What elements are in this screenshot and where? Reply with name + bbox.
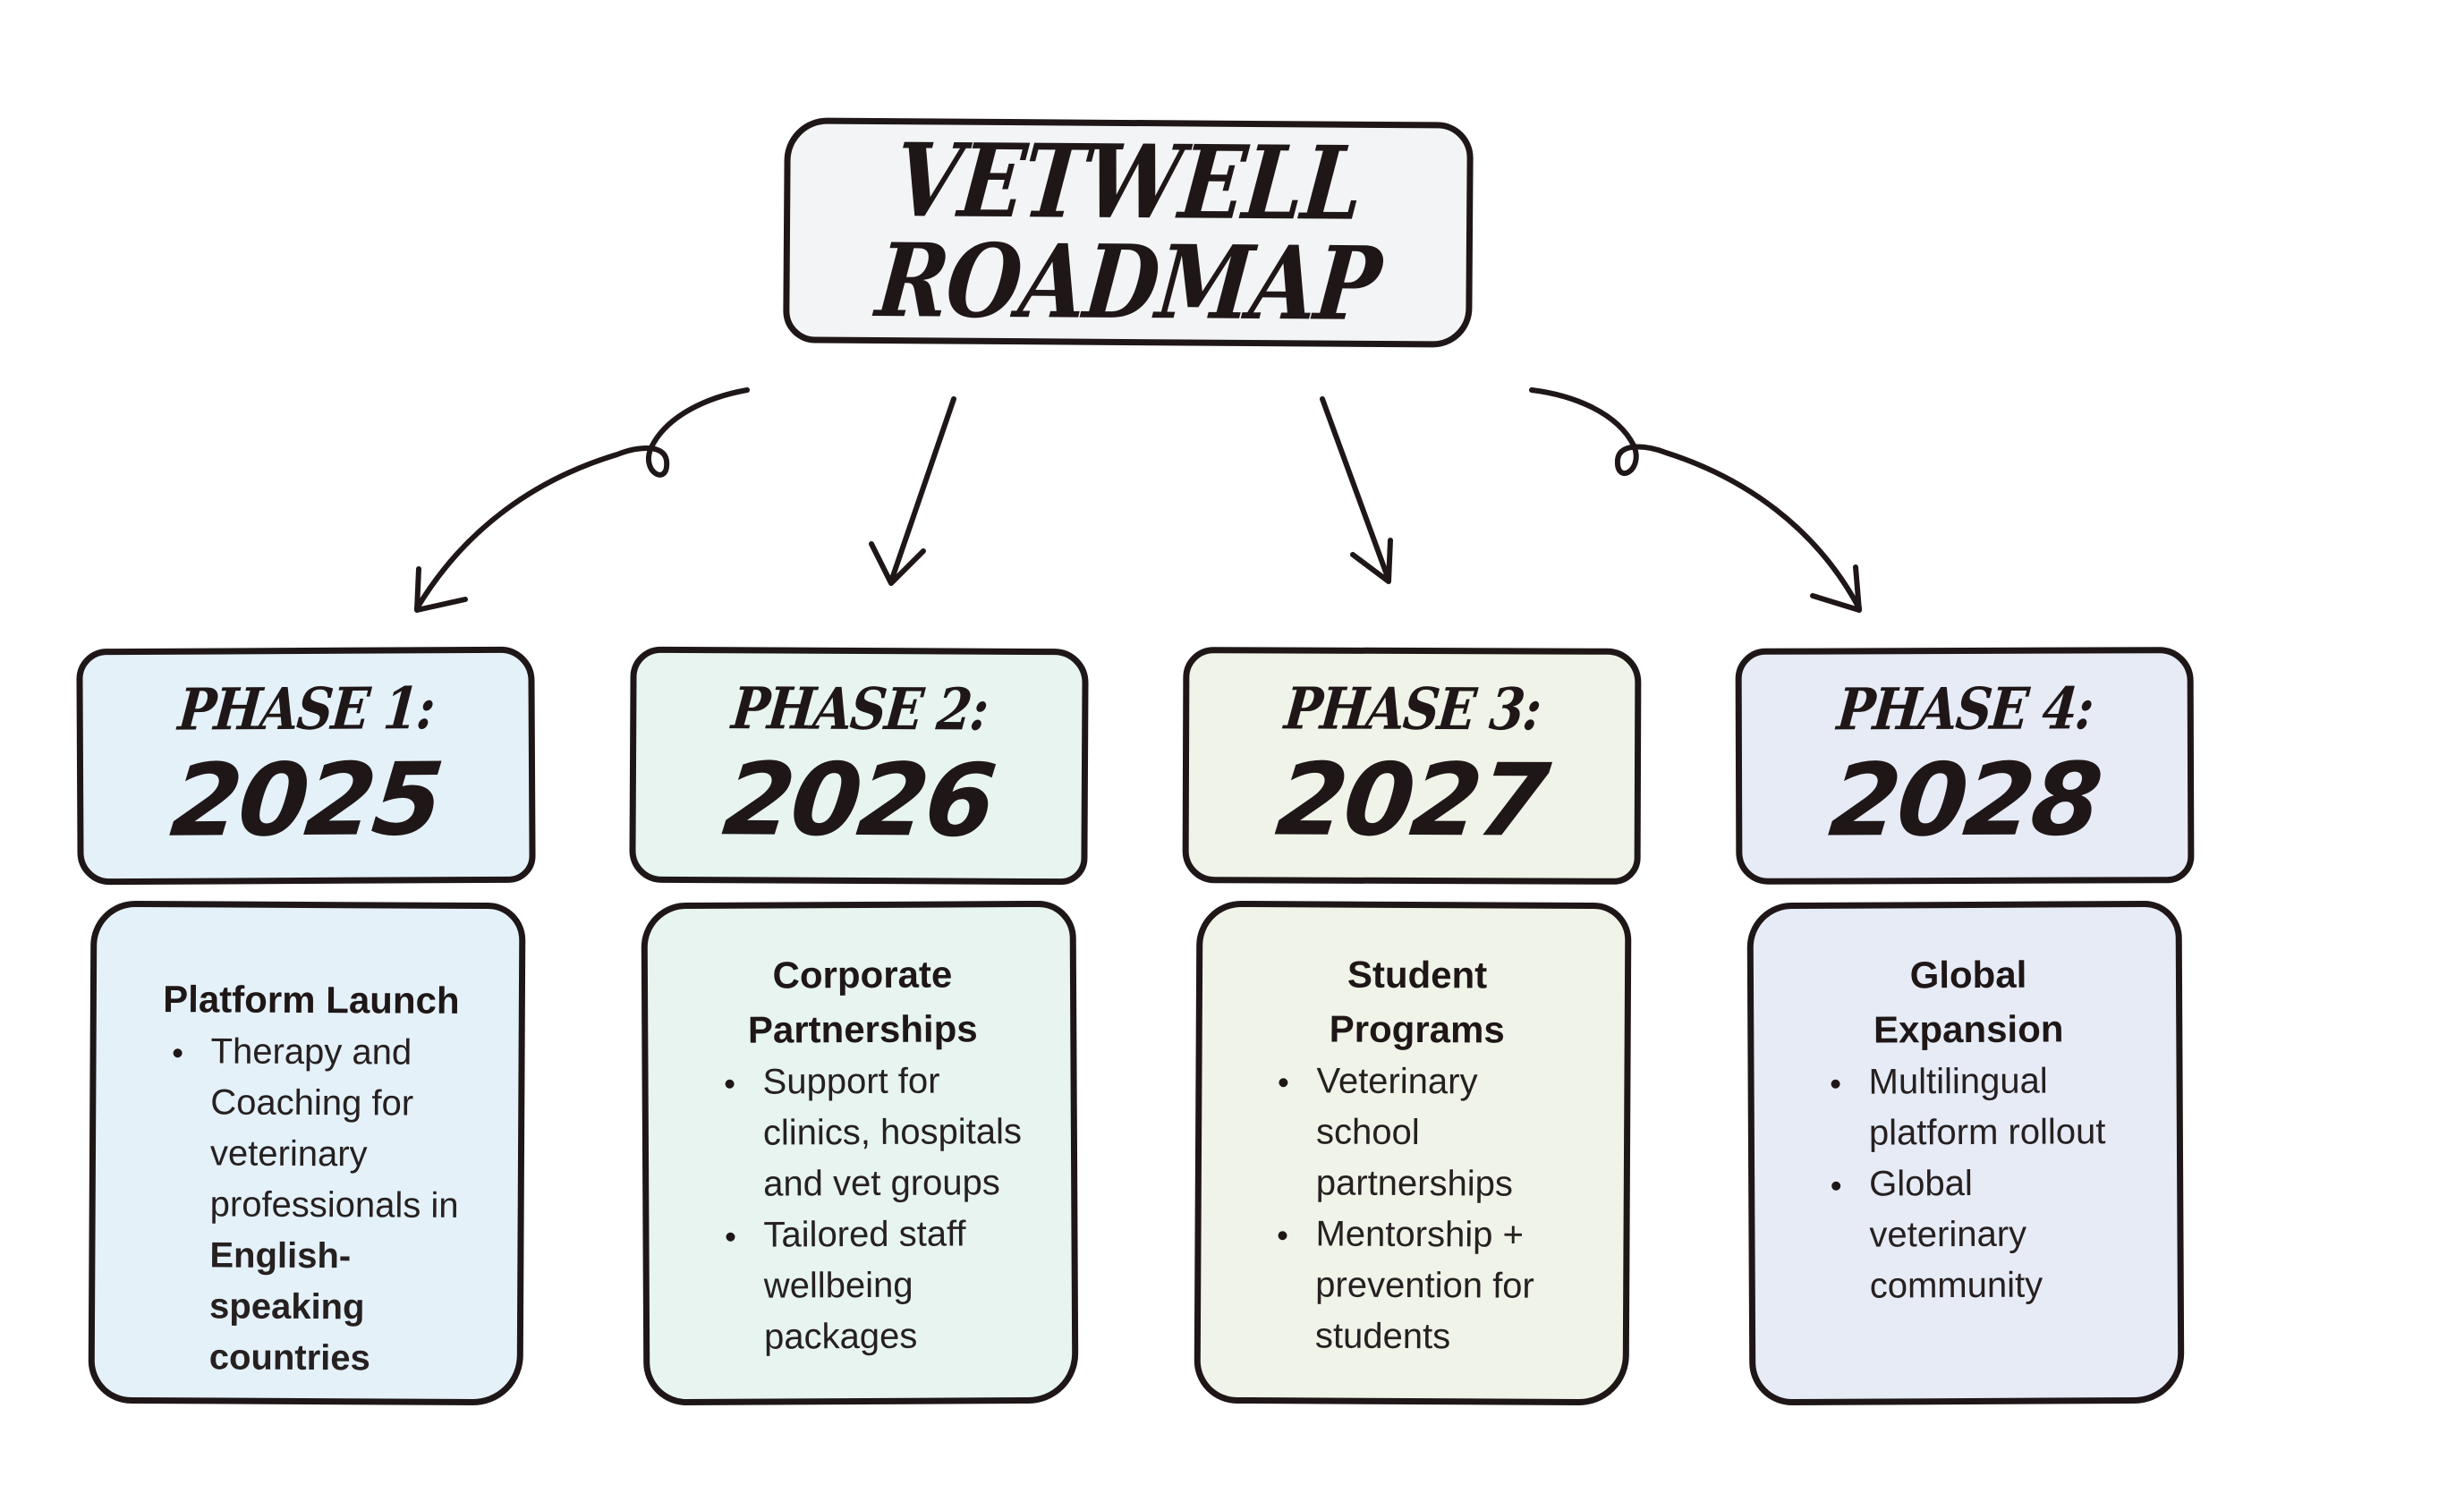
arrowhead-phase-3 [1350, 538, 1393, 584]
phase-4-bullet-1-line-1: Multilingual [1868, 1061, 2048, 1102]
phase-4-bullet-2: Global veterinary community [1789, 1158, 2151, 1312]
phase-2-header: PHASE 2: 2026 [629, 646, 1089, 886]
arrowhead-phase-2 [869, 541, 926, 586]
phase-4-label: PHASE 4: [1834, 674, 2095, 744]
phase-1-heading: Platform Launch [163, 978, 460, 1022]
phase-1-header: PHASE 1: 2025 [76, 646, 536, 886]
phase-3-heading-line-1: Student [1347, 953, 1488, 997]
phase-4-bullet-2-line-3: community [1869, 1265, 2043, 1306]
arrow-to-phase-2 [888, 396, 956, 584]
arrow-to-phase-1 [414, 387, 750, 611]
phase-3-bullet-2-line-3: students [1314, 1316, 1451, 1357]
phase-2-bullet-2-line-3: packages [763, 1316, 918, 1357]
phase-2-bullet-2-line-1: Tailored staff [763, 1214, 966, 1255]
phase-2-details: Corporate Partnerships Support for clini… [641, 900, 1079, 1406]
phase-1-bullet-1-line-3: veterinary [209, 1133, 368, 1175]
phase-1-details: Platform Launch Therapy and Coaching for… [88, 900, 526, 1406]
phase-2-heading: Corporate Partnerships [682, 946, 1044, 1057]
phase-2-bullet-2: Tailored staff wellbeing packages [683, 1209, 1045, 1363]
phase-3-bullets: Veterinary school partnerships Mentorshi… [1235, 1056, 1598, 1363]
phase-1-bold-line-3: countries [208, 1337, 370, 1379]
phase-3-bullet-1-line-3: partnerships [1315, 1163, 1514, 1204]
phase-3-heading-line-2: Programs [1329, 1007, 1505, 1051]
phase-1-label: PHASE 1: [175, 674, 437, 744]
phase-1-bullet-1: Therapy and Coaching for veterinary prof… [129, 1026, 492, 1385]
arrow-to-phase-3 [1320, 396, 1391, 582]
phase-1-bullets: Therapy and Coaching for veterinary prof… [129, 1026, 492, 1385]
arrowhead-phase-4 [1810, 564, 1862, 613]
phase-4-heading: Global Expansion [1788, 946, 2150, 1057]
phase-4-bullet-1: Multilingual platform rollout [1788, 1056, 2150, 1159]
phase-3-details: Student Programs Veterinary school partn… [1194, 900, 1632, 1406]
roadmap-title-box: VETWELL ROADMAP [783, 117, 1474, 348]
phase-4-bullet-2-line-2: veterinary [1869, 1214, 2027, 1255]
phase-4-bullet-2-line-1: Global [1869, 1163, 1973, 1204]
phase-1-bold-line-2: speaking [208, 1286, 365, 1328]
phase-3-bullet-1: Veterinary school partnerships [1236, 1056, 1598, 1210]
phase-1-bullet-1-line-1: Therapy and [210, 1031, 412, 1073]
phase-3-bullet-1-line-2: school [1316, 1112, 1420, 1153]
phase-3-bullet-2: Mentorship + prevention for students [1235, 1209, 1597, 1363]
phase-2-bullets: Support for clinics, hospitals and vet g… [682, 1056, 1045, 1363]
phase-2-bullet-1-line-3: and vet groups [763, 1163, 1000, 1204]
phase-4-bullets: Multilingual platform rollout Global vet… [1788, 1056, 2150, 1312]
phase-3-heading: Student Programs [1236, 946, 1599, 1057]
phase-4-bullet-1-line-2: platform rollout [1868, 1112, 2106, 1153]
phase-2-heading-line-1: Corporate [772, 953, 953, 997]
phase-3-bullet-1-line-1: Veterinary [1316, 1061, 1478, 1102]
phase-2-bullet-1: Support for clinics, hospitals and vet g… [682, 1056, 1044, 1210]
phase-2-bullet-2-line-2: wellbeing [763, 1265, 913, 1306]
phase-1-bullet-1-line-2: Coaching for [210, 1082, 414, 1124]
phase-3-label: PHASE 3: [1281, 674, 1543, 744]
phase-4-heading-line-2: Expansion [1873, 1007, 2064, 1051]
phase-3-year: 2027 [1270, 742, 1552, 860]
title-line-2: ROADMAP [871, 220, 1385, 344]
phase-2-year: 2026 [718, 742, 999, 860]
phase-4-year: 2028 [1824, 742, 2105, 860]
phase-2-bullet-1-line-2: clinics, hospitals [762, 1112, 1023, 1153]
phase-3-bullet-2-line-1: Mentorship + [1315, 1214, 1524, 1255]
phase-1-bullet-1-line-4: professionals in [209, 1184, 459, 1226]
phase-2-bullet-1-line-1: Support for [762, 1061, 940, 1102]
phase-2-label: PHASE 2: [728, 674, 990, 744]
phase-4-details: Global Expansion Multilingual platform r… [1746, 900, 2185, 1406]
phase-3-bullet-2-line-2: prevention for [1315, 1265, 1534, 1306]
phase-4-header: PHASE 4: 2028 [1735, 647, 2195, 885]
arrow-to-phase-4 [1529, 387, 1862, 611]
arrowhead-phase-1 [414, 566, 468, 613]
phase-1-bold-line-1: English- [209, 1235, 352, 1277]
phase-1-year: 2025 [166, 742, 446, 860]
phase-3-header: PHASE 3: 2027 [1182, 647, 1642, 885]
phase-2-heading-line-2: Partnerships [747, 1007, 978, 1051]
phase-4-heading-line-1: Global [1909, 953, 2027, 997]
